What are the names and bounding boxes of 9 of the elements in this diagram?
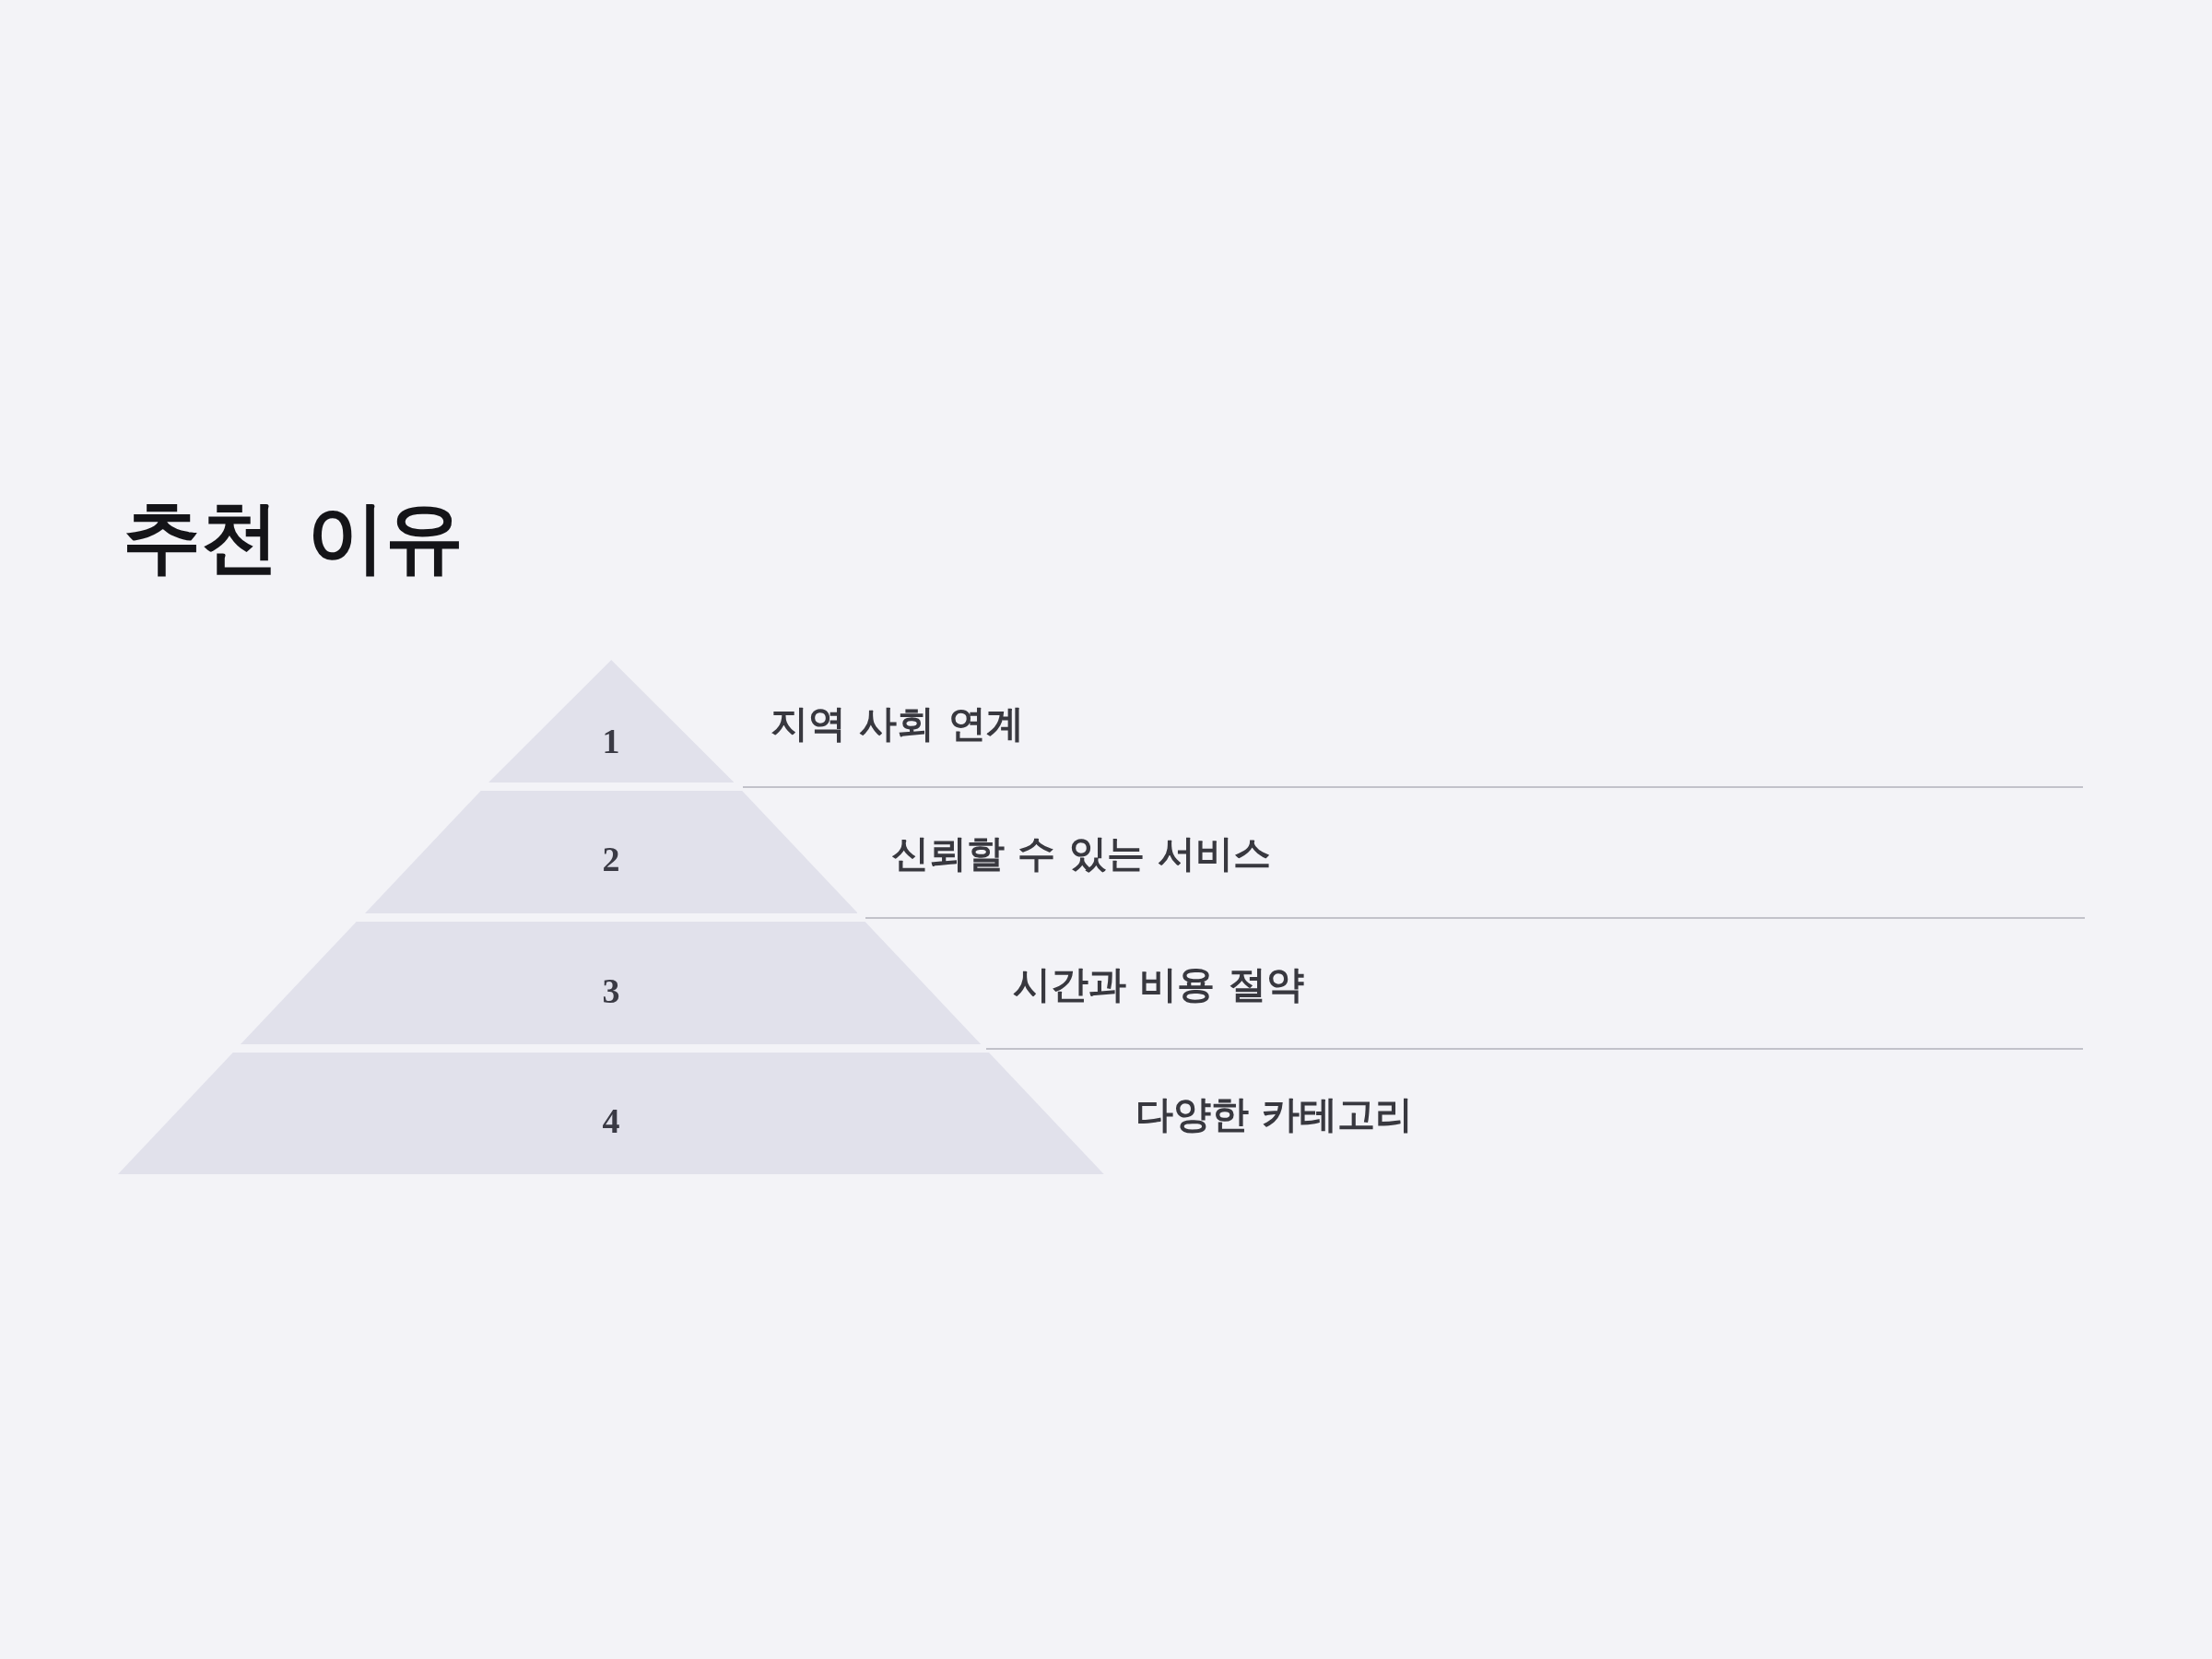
tier-caption: 다양한 카테고리 xyxy=(1135,1095,1414,1134)
slide-title: 추천 이유 xyxy=(123,498,464,576)
tier-caption: 시간과 비용 절약 xyxy=(1013,965,1304,1004)
tier-number: 3 xyxy=(602,973,620,1008)
tier-number: 4 xyxy=(602,1103,620,1138)
tier-number: 2 xyxy=(602,841,620,877)
tier-caption: 신뢰할 수 있는 서비스 xyxy=(891,834,1271,873)
tier-number: 1 xyxy=(602,724,620,759)
tier-caption: 지역 사회 연계 xyxy=(771,704,1024,743)
